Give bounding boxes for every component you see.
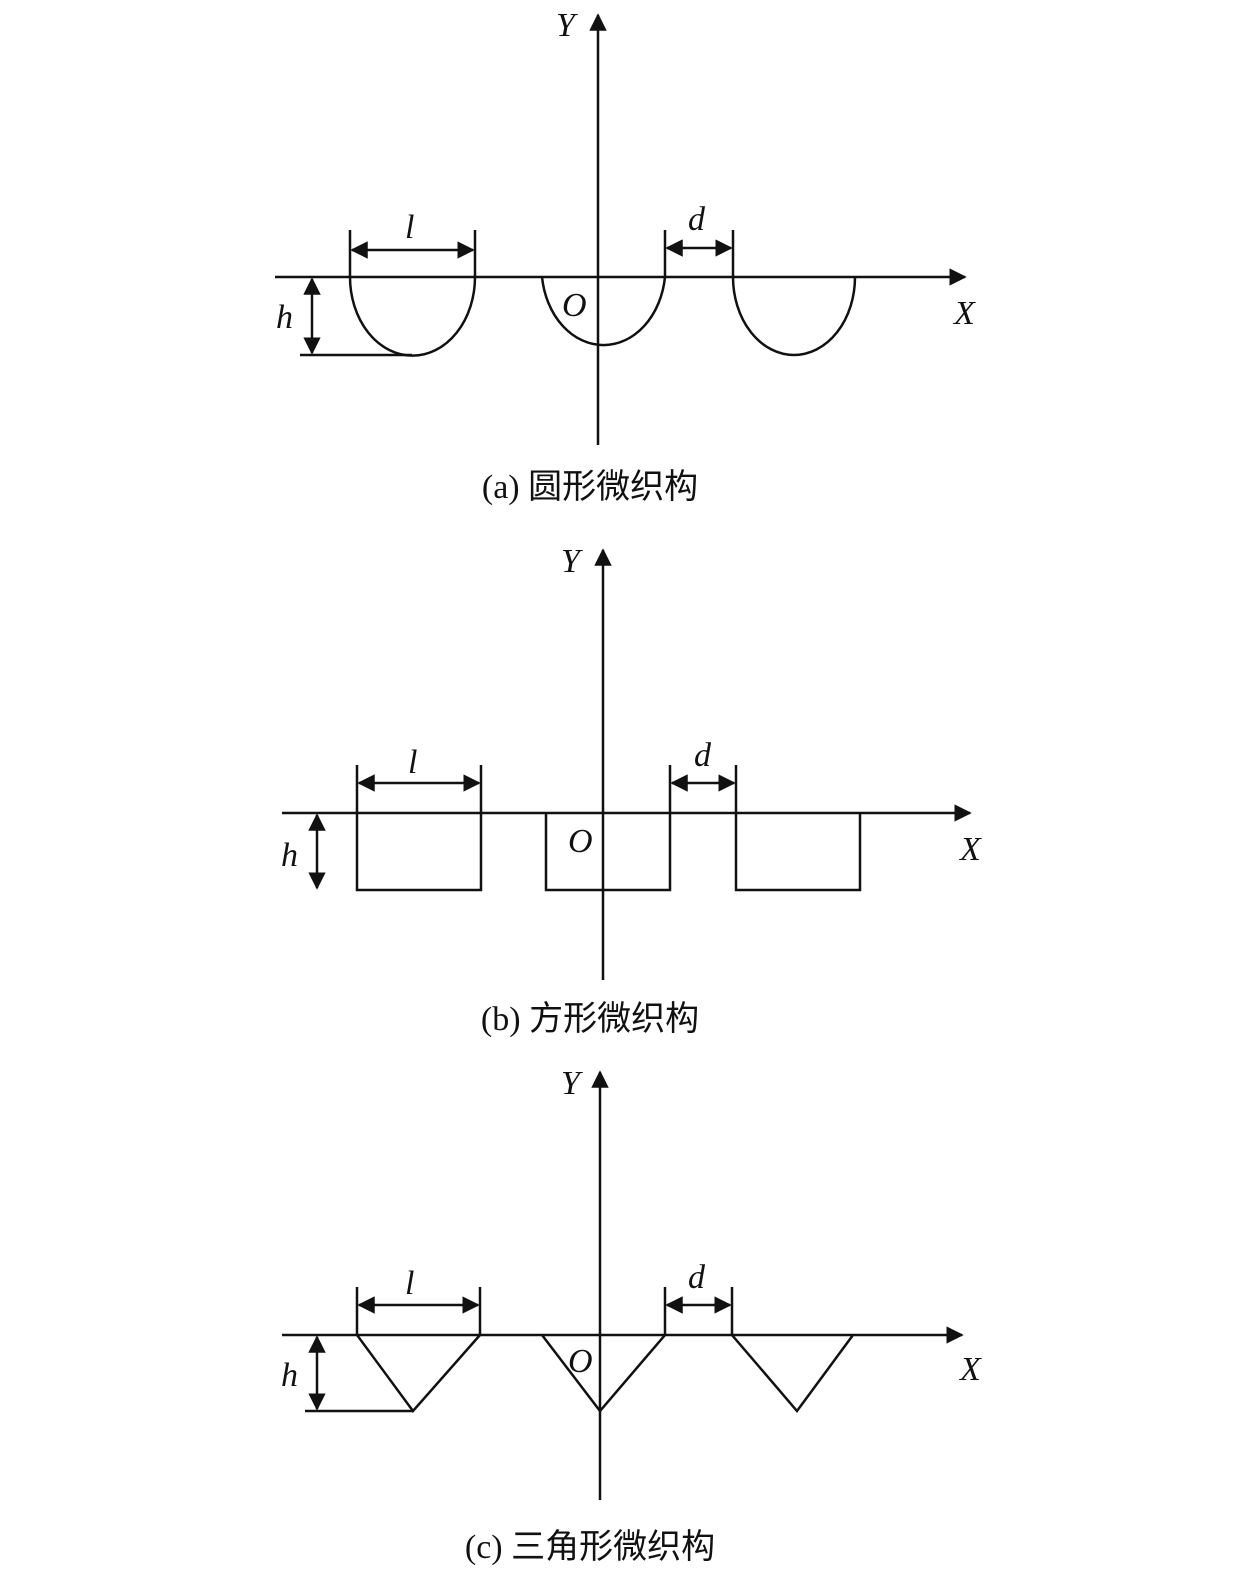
origin-label: O	[568, 823, 593, 860]
caption: (a) 圆形微织构	[482, 468, 698, 506]
square-groove	[355, 765, 483, 892]
length-label: l	[408, 744, 417, 781]
origin-label: O	[568, 1343, 593, 1380]
triangular-groove	[541, 1287, 667, 1413]
height-label: h	[276, 299, 293, 336]
length-label: l	[405, 209, 414, 246]
x-axis-label: X	[958, 831, 982, 868]
circular-groove	[348, 230, 477, 357]
height-label: h	[281, 837, 298, 874]
height-label: h	[281, 1357, 298, 1394]
origin-label: O	[562, 287, 587, 324]
circular-groove	[731, 230, 857, 357]
square-groove	[734, 765, 862, 892]
panel-square: l d h O X Y (b) 方形微织构	[281, 543, 982, 1038]
x-axis-label: X	[958, 1351, 982, 1388]
panel-circular: l d h O X Y (a) 圆形微织构	[275, 7, 976, 506]
length-label: l	[405, 1265, 414, 1302]
square-groove	[544, 765, 672, 892]
spacing-label: d	[694, 737, 712, 774]
spacing-label: d	[688, 201, 706, 238]
spacing-label: d	[688, 1259, 706, 1296]
panel-triangular: l d h O X Y (c) 三角形微织构	[281, 1065, 982, 1566]
caption: (b) 方形微织构	[481, 1000, 699, 1038]
circular-groove	[540, 230, 667, 347]
caption: (c) 三角形微织构	[465, 1528, 715, 1566]
triangular-groove	[730, 1287, 855, 1414]
y-axis-label: Y	[561, 1065, 583, 1102]
y-axis-label: Y	[561, 543, 583, 580]
y-axis-label: Y	[556, 7, 578, 44]
x-axis-label: X	[952, 295, 976, 332]
